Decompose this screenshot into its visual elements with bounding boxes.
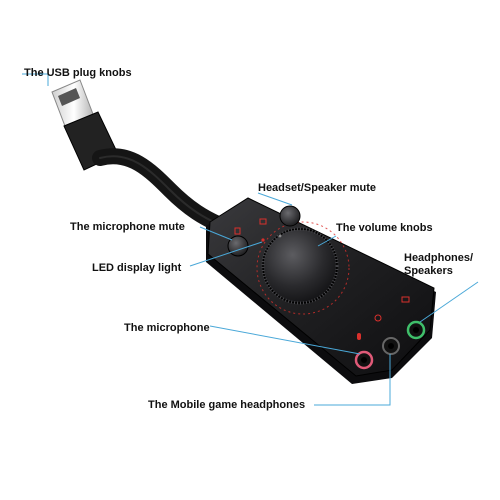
headset-mute-label: Headset/Speaker mute: [258, 182, 376, 194]
mobile-headphones-label: The Mobile game headphones: [148, 399, 306, 411]
headphones-leader: [419, 281, 479, 323]
headphone-jack: [406, 320, 426, 340]
mic-mute-label: The microphone mute: [70, 221, 185, 233]
mic-mute-button: [227, 235, 249, 257]
usb-plug-leader: [22, 73, 49, 86]
volume-knobs-leader: [317, 235, 337, 247]
mic-jack: [354, 350, 374, 370]
microphone-label: The microphone: [124, 322, 210, 334]
sound-card-body: [206, 197, 436, 384]
headphones-speakers-label: Headphones/ Speakers: [404, 252, 474, 277]
led-light: [261, 238, 265, 242]
mobile-headphones-leader: [314, 354, 391, 406]
mic-mute-leader: [199, 226, 233, 241]
headset-mute-button: [279, 205, 301, 227]
led-light-label: LED display light: [92, 262, 182, 274]
led-light-leader: [189, 241, 263, 267]
usb-plug-label: The USB plug knobs: [24, 67, 132, 79]
mobile-headphone-jack: [382, 337, 400, 355]
microphone-leader: [209, 325, 361, 355]
volume-knobs-label: The volume knobs: [336, 222, 433, 234]
headset-mute-leader: [257, 192, 293, 206]
